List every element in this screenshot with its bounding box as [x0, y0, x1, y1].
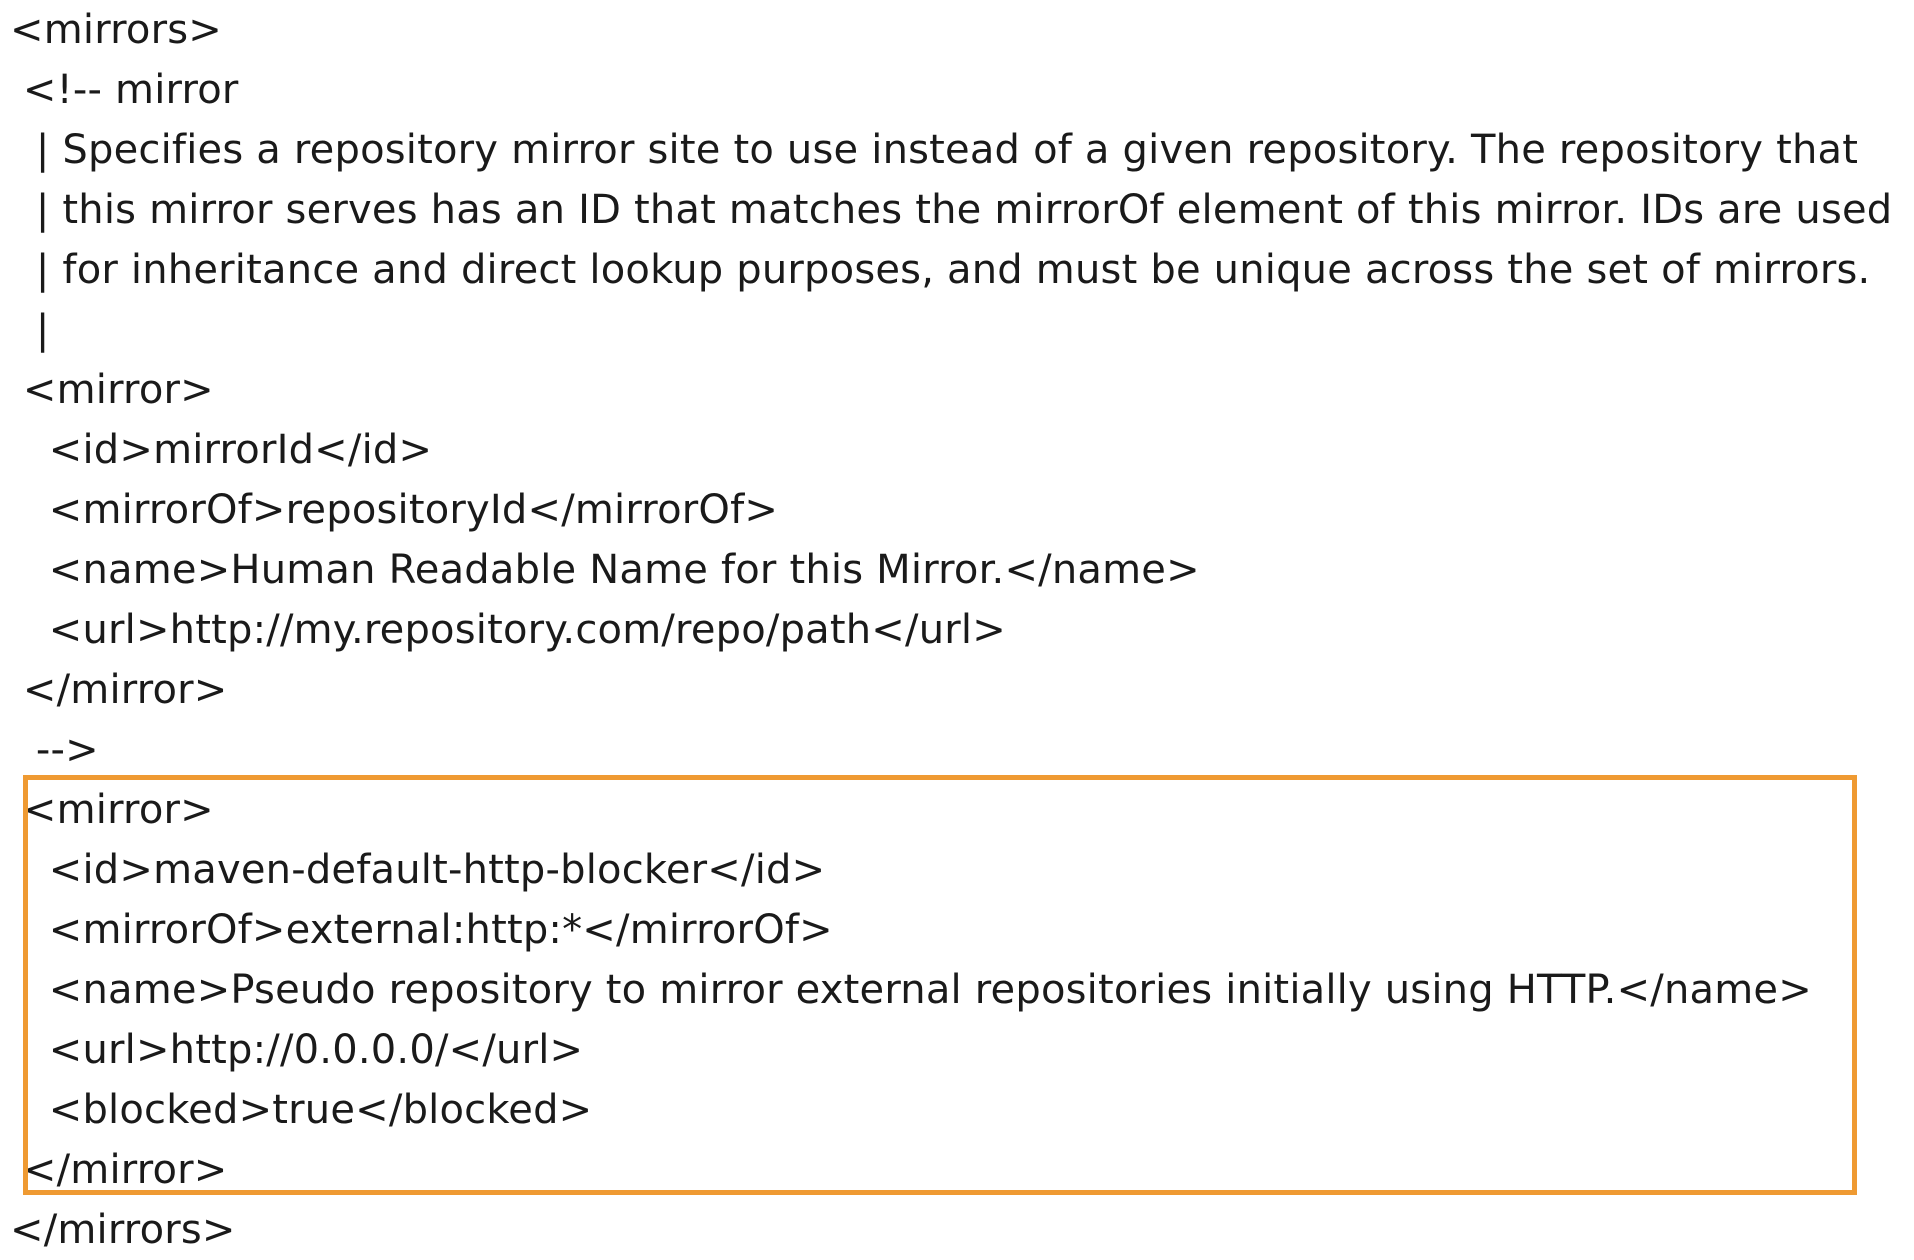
code-line: </mirror>: [10, 667, 228, 713]
code-line: <name>Pseudo repository to mirror extern…: [10, 967, 1812, 1013]
code-line: <url>http://my.repository.com/repo/path<…: [10, 607, 1006, 653]
highlight-box: [23, 775, 1857, 1195]
code-line: <mirrorOf>external:http:*</mirrorOf>: [10, 907, 833, 953]
code-line: </mirrors>: [10, 1207, 236, 1253]
code-line: </mirror>: [10, 1147, 228, 1193]
code-line: <mirrors>: [10, 7, 222, 53]
code-line: <id>maven-default-http-blocker</id>: [10, 847, 826, 893]
code-line: | this mirror serves has an ID that matc…: [10, 187, 1893, 233]
code-line: <!-- mirror: [10, 67, 239, 113]
code-line: | Specifies a repository mirror site to …: [10, 127, 1859, 173]
code-line: <mirror>: [10, 787, 214, 833]
code-line: <name>Human Readable Name for this Mirro…: [10, 547, 1200, 593]
code-line: <blocked>true</blocked>: [10, 1087, 593, 1133]
code-line: <mirrorOf>repositoryId</mirrorOf>: [10, 487, 779, 533]
code-line: |: [10, 307, 50, 353]
code-line: | for inheritance and direct lookup purp…: [10, 247, 1871, 293]
code-line: <id>mirrorId</id>: [10, 427, 433, 473]
code-line: -->: [10, 727, 99, 773]
code-line: <mirror>: [10, 367, 214, 413]
code-line: <url>http://0.0.0.0/</url>: [10, 1027, 584, 1073]
